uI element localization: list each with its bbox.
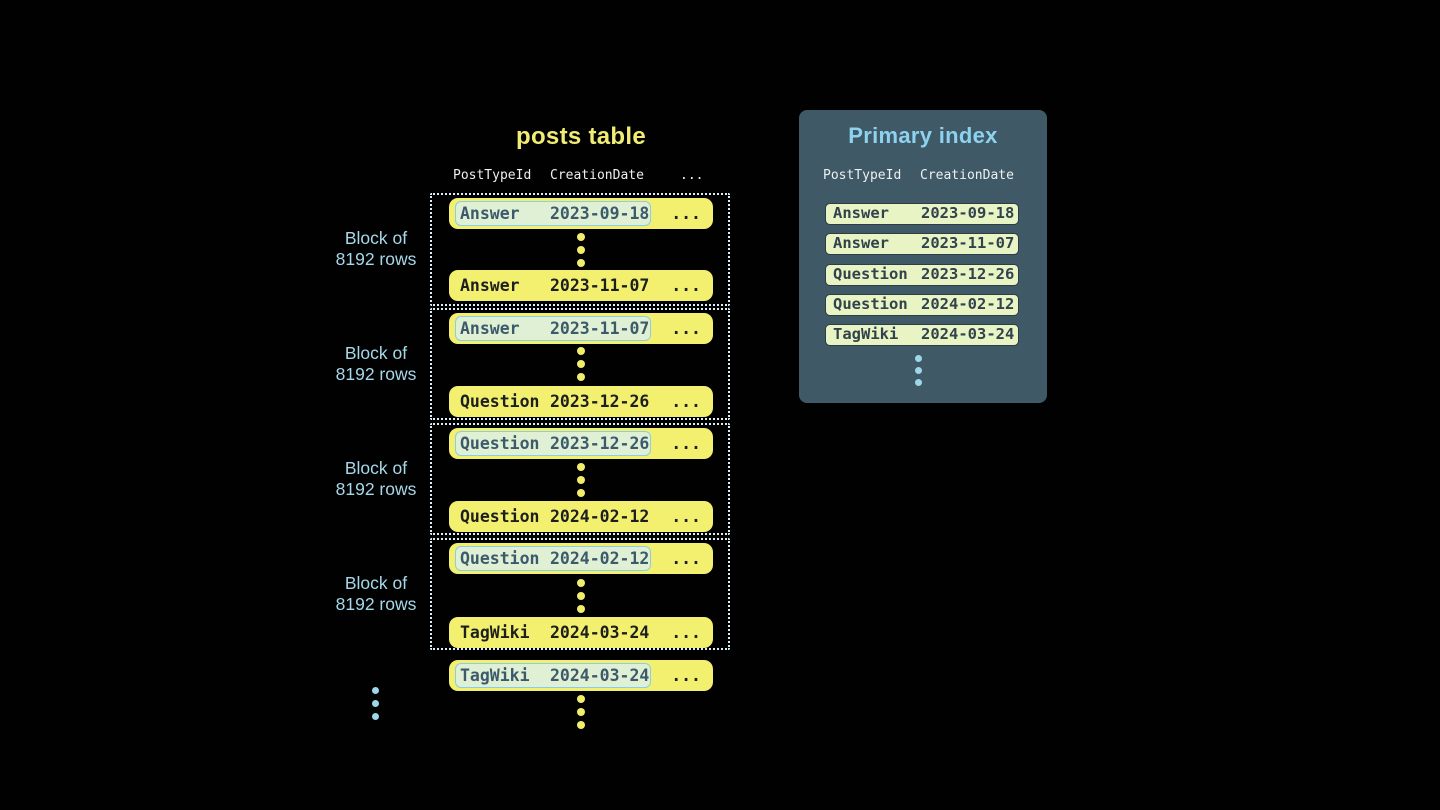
index-row: Answer 2023-11-07 xyxy=(825,233,1019,255)
block-label-4: Block of 8192 rows xyxy=(306,573,446,615)
posts-column-header-posttypeid: PostTypeId xyxy=(453,168,532,183)
posts-column-header-ellipsis: ... xyxy=(680,168,704,183)
block-outline-4 xyxy=(430,538,730,650)
more-columns-ellipsis: ... xyxy=(671,549,701,568)
creation-date-cell: 2024-02-12 xyxy=(550,549,650,568)
creation-date-cell: 2023-12-26 xyxy=(550,392,650,411)
ellipsis-dots-rows-3 xyxy=(577,463,585,497)
creation-date-cell: 2023-12-26 xyxy=(921,265,1015,283)
more-columns-ellipsis: ... xyxy=(671,392,701,411)
primary-index-panel: Primary index PostTypeId CreationDate An… xyxy=(799,110,1047,403)
post-type-cell: Answer xyxy=(460,276,520,295)
post-type-cell: Answer xyxy=(833,234,889,252)
primary-index-title: Primary index xyxy=(848,123,998,148)
post-type-cell: Question xyxy=(833,295,908,313)
creation-date-cell: 2023-09-18 xyxy=(921,204,1015,222)
creation-date-cell: 2023-09-18 xyxy=(550,204,650,223)
more-columns-ellipsis: ... xyxy=(671,204,701,223)
ellipsis-dots-rows-2 xyxy=(577,347,585,381)
ellipsis-dots-more-blocks xyxy=(372,687,379,720)
ellipsis-dots-rows-4 xyxy=(577,579,585,613)
index-row: TagWiki 2024-03-24 xyxy=(825,324,1019,346)
post-type-cell: Answer xyxy=(460,319,520,338)
more-columns-ellipsis: ... xyxy=(671,507,701,526)
post-type-cell: TagWiki xyxy=(833,325,899,343)
block-label-line2: 8192 rows xyxy=(335,364,417,384)
block-label-line1: Block of xyxy=(344,228,408,248)
block-outline-3 xyxy=(430,423,730,535)
post-type-cell: TagWiki xyxy=(460,666,530,685)
creation-date-cell: 2024-03-24 xyxy=(550,623,650,642)
table-row: TagWiki 2024-03-24 ... xyxy=(449,617,713,648)
block-label-3: Block of 8192 rows xyxy=(306,458,446,500)
table-row: Question 2024-02-12 ... xyxy=(449,501,713,532)
table-row: TagWiki 2024-03-24 ... xyxy=(449,660,713,691)
index-row: Answer 2023-09-18 xyxy=(825,203,1019,225)
index-column-header-creationdate: CreationDate xyxy=(920,168,1014,183)
post-type-cell: Question xyxy=(460,434,540,453)
ellipsis-dots-rows-1 xyxy=(577,233,585,267)
table-row: Question 2023-12-26 ... xyxy=(449,386,713,417)
block-label-line2: 8192 rows xyxy=(335,249,417,269)
post-type-cell: Question xyxy=(833,265,908,283)
posts-table-title: posts table xyxy=(516,123,646,150)
index-row: Question 2024-02-12 xyxy=(825,294,1019,316)
table-row: Question 2024-02-12 ... xyxy=(449,543,713,574)
post-type-cell: Answer xyxy=(460,204,520,223)
more-columns-ellipsis: ... xyxy=(671,623,701,642)
ellipsis-dots-rows-5 xyxy=(577,695,585,729)
block-label-line1: Block of xyxy=(344,573,408,593)
more-columns-ellipsis: ... xyxy=(671,319,701,338)
block-outline-1 xyxy=(430,193,730,306)
block-label-line2: 8192 rows xyxy=(335,594,417,614)
block-label-line2: 8192 rows xyxy=(335,479,417,499)
table-row: Answer 2023-11-07 ... xyxy=(449,313,713,344)
creation-date-cell: 2024-02-12 xyxy=(921,295,1015,313)
block-label-1: Block of 8192 rows xyxy=(306,228,446,270)
more-columns-ellipsis: ... xyxy=(671,666,701,685)
creation-date-cell: 2024-03-24 xyxy=(921,325,1015,343)
block-label-line1: Block of xyxy=(344,343,408,363)
creation-date-cell: 2023-12-26 xyxy=(550,434,650,453)
post-type-cell: Question xyxy=(460,507,540,526)
posts-column-header-creationdate: CreationDate xyxy=(550,168,644,183)
table-row: Answer 2023-11-07 ... xyxy=(449,270,713,301)
table-row: Question 2023-12-26 ... xyxy=(449,428,713,459)
post-type-cell: Question xyxy=(460,549,540,568)
index-row: Question 2023-12-26 xyxy=(825,264,1019,286)
creation-date-cell: 2023-11-07 xyxy=(921,234,1015,252)
post-type-cell: Question xyxy=(460,392,540,411)
block-label-2: Block of 8192 rows xyxy=(306,343,446,385)
creation-date-cell: 2024-03-24 xyxy=(550,666,650,685)
more-columns-ellipsis: ... xyxy=(671,434,701,453)
creation-date-cell: 2024-02-12 xyxy=(550,507,650,526)
table-row: Answer 2023-09-18 ... xyxy=(449,198,713,229)
creation-date-cell: 2023-11-07 xyxy=(550,319,650,338)
index-column-header-posttypeid: PostTypeId xyxy=(823,168,902,183)
post-type-cell: Answer xyxy=(833,204,889,222)
post-type-cell: TagWiki xyxy=(460,623,530,642)
creation-date-cell: 2023-11-07 xyxy=(550,276,650,295)
more-columns-ellipsis: ... xyxy=(671,276,701,295)
ellipsis-dots-more-index-entries xyxy=(915,355,922,386)
block-label-line1: Block of xyxy=(344,458,408,478)
block-outline-2 xyxy=(430,308,730,420)
